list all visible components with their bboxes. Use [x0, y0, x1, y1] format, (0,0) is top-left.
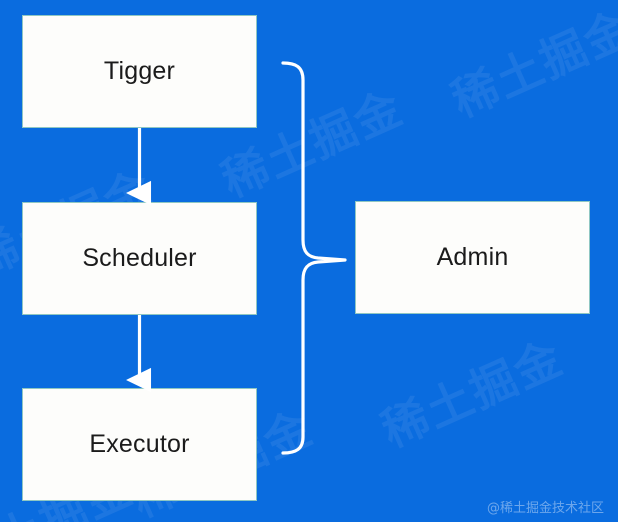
node-label: Tigger	[103, 57, 176, 85]
node-label: Executor	[89, 430, 190, 458]
node-admin[interactable]: Admin	[355, 201, 590, 314]
node-executor[interactable]: Executor	[22, 388, 257, 501]
watermark-tile: 稀土掘金	[373, 330, 572, 458]
node-tigger[interactable]: Tigger	[22, 15, 257, 128]
node-label: Admin	[436, 243, 509, 271]
watermark-tile: 稀土掘金	[443, 0, 618, 128]
group-brace-icon	[281, 61, 347, 455]
node-scheduler[interactable]: Scheduler	[22, 202, 257, 315]
node-label: Scheduler	[82, 244, 197, 272]
watermark-credit: @稀土掘金技术社区	[486, 501, 604, 516]
